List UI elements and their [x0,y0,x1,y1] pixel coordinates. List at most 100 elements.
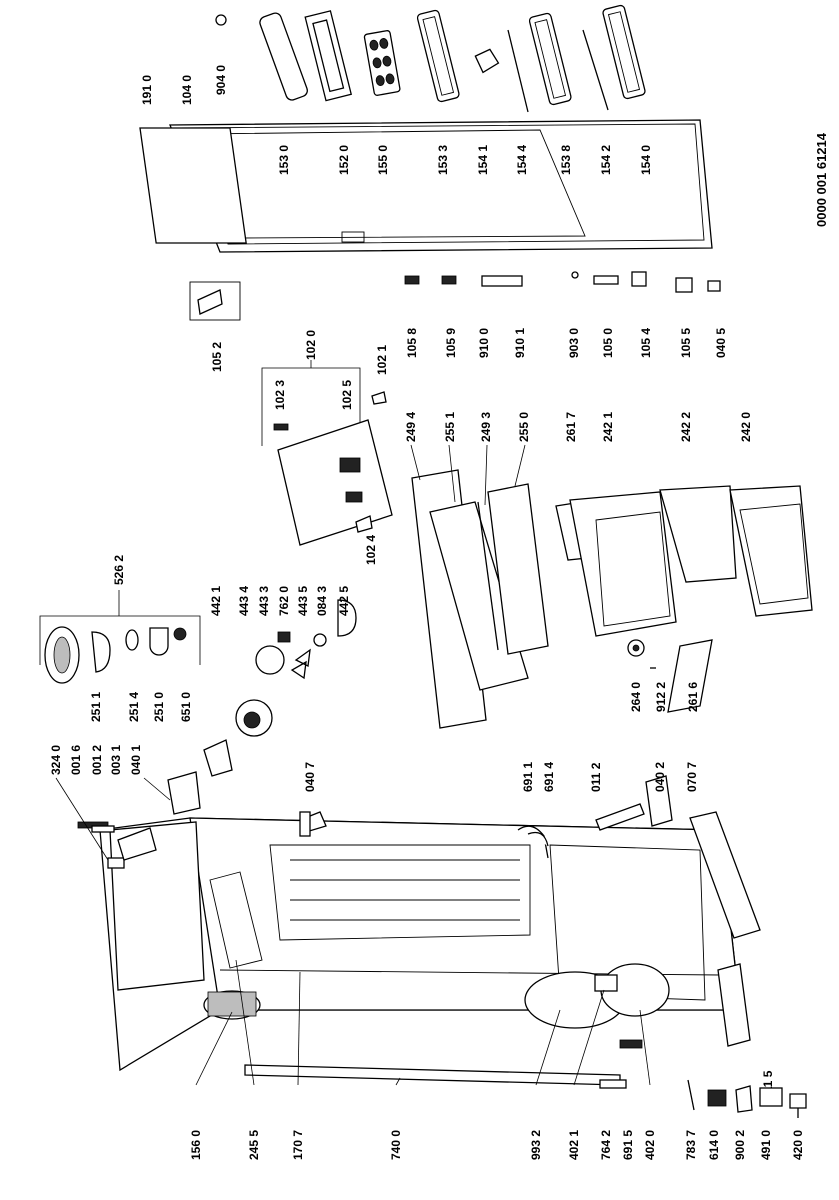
relay-4910 [759,1087,783,1107]
label-4910: 491 0 [759,1130,773,1160]
label-1059: 105 9 [444,328,458,358]
sensor-7837 [687,1079,695,1111]
door-shelf-1540 [602,4,646,100]
glass-shelves: 249 4 255 1 249 3 255 0 [404,412,549,729]
label-1538: 153 8 [559,145,573,175]
bracket-5262 [39,615,201,665]
label-6914: 691 4 [542,762,556,792]
clip-1058 [404,275,420,285]
label-2420: 242 0 [739,412,753,442]
cabinet: 156 0 245 5 170 7 740 0 993 2 402 1 764 … [99,811,741,1160]
label-1544: 154 4 [515,145,529,175]
cover-part-1024 [345,491,363,503]
label-1520: 152 0 [337,145,351,175]
label-4021: 402 1 [567,1130,581,1160]
label-0016: 001 6 [69,745,83,775]
label-1055: 105 5 [679,328,693,358]
shelf-strip-2493 [477,501,499,651]
cover-part-1025 [339,457,361,473]
power-cord-4200 [789,1093,807,1118]
label-6510: 651 0 [179,692,193,722]
label-1707: 170 7 [291,1130,305,1160]
label-1550: 155 0 [376,145,390,175]
door-logo-plate [341,231,365,243]
label-9122: 912 2 [654,682,668,712]
label-6911: 691 1 [521,762,535,792]
seal-2514 [125,629,139,651]
label-4200: 420 0 [791,1130,805,1160]
crisper-cover-2422 [659,485,737,583]
label-2494: 249 4 [404,412,418,442]
label-2422: 242 2 [679,412,693,442]
upper-compartment [269,844,531,941]
door-shelf-1520 [304,10,353,102]
label-7642: 764 2 [599,1130,613,1160]
rail-0112 [595,803,645,831]
door-handle-cover [139,127,247,244]
butter-lid-1541 [474,48,500,74]
label-1020: 102 0 [304,330,318,360]
bottle-rod-1542 [582,29,609,111]
door-shelf-1538 [528,12,572,106]
label-0031: 003 1 [109,745,123,775]
hinge-0401 [167,771,201,815]
label-1540: 154 0 [639,145,653,175]
label-9101: 910 1 [513,328,527,358]
drawers: 261 7 242 1 242 2 242 0 264 0 912 2 261 … [555,412,813,713]
label-0401: 040 1 [129,745,143,775]
relay-4021 [594,974,618,992]
fan-motor-4425 [337,599,357,637]
label-9030: 903 0 [567,328,581,358]
label-2421: 242 1 [601,412,615,442]
label-1021: 102 1 [375,345,389,375]
label-2514: 251 4 [127,692,141,722]
lower-compartment [549,844,706,1001]
egg-tray-1550 [363,30,401,96]
label-2511: 251 1 [89,692,103,722]
label-4433: 443 3 [257,586,271,616]
door-outer-panel [169,119,713,253]
label-7400: 740 0 [389,1130,403,1160]
label-0112: 011 2 [589,762,603,792]
label-9040: 904 0 [214,65,228,95]
plug-9040 [215,14,227,26]
label-1040: 104 0 [180,75,194,105]
label-0407: 040 7 [303,762,317,792]
right-side-parts: 040 7 691 1 691 4 011 2 040 2 070 7 011 … [299,762,775,1100]
label-2493: 249 3 [479,412,493,442]
shelf-trim-2494 [411,469,487,729]
small-parts-row: 105 2 105 8 105 9 910 0 910 1 903 0 105 … [189,271,728,372]
wire-6914 [527,831,549,847]
hinge-1052 [197,289,223,315]
hinge-9100 [481,275,523,287]
plinth-0707 [689,811,761,939]
label-4425: 442 5 [337,586,351,616]
label-1024: 102 4 [364,535,378,565]
label-2551: 255 1 [443,412,457,442]
bulb-6510 [173,627,187,641]
label-1541: 154 1 [476,145,490,175]
door-shelf-1533 [416,9,460,103]
label-1054: 105 4 [639,328,653,358]
fan-blade-4435 [290,648,311,680]
fan-clip-7620 [277,631,291,643]
part-0012 [91,825,115,833]
electrical-parts: 783 7 614 0 900 2 491 0 420 0 [684,1079,807,1160]
cabinet-side-top [109,821,205,991]
label-0012: 001 2 [90,745,104,775]
label-3240: 324 0 [49,745,63,775]
label-1530: 153 0 [277,145,291,175]
label-4435: 443 5 [296,586,310,616]
label-1050: 105 0 [601,328,615,358]
clip-1024 [355,515,373,533]
label-1052: 105 2 [210,342,224,372]
drawer-rail-2616 [667,639,713,713]
hinge-1055 [675,277,693,293]
label-7837: 783 7 [684,1130,698,1160]
label-1058: 105 8 [405,328,419,358]
top-left-parts: 324 0 001 6 001 2 003 1 040 1 [49,745,201,869]
label-6140: 614 0 [707,1130,721,1160]
label-4434: 443 4 [237,586,251,616]
hinge-1054 [631,271,647,287]
